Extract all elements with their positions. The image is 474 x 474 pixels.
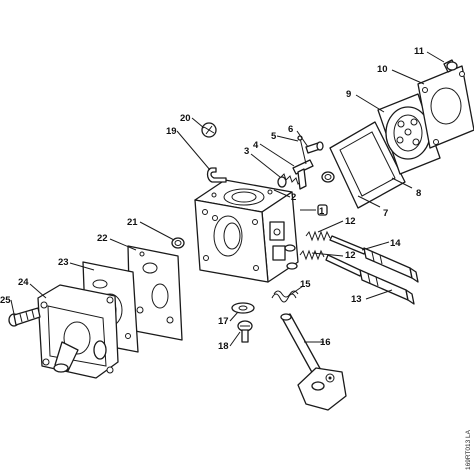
screw-6 bbox=[305, 141, 324, 154]
leader-lines bbox=[10, 51, 445, 347]
pin-19 bbox=[206, 167, 227, 183]
callout-7: 7 bbox=[383, 208, 388, 219]
callout-11: 11 bbox=[414, 46, 425, 57]
callout-12a: 12 bbox=[345, 216, 356, 227]
callout-15: 15 bbox=[300, 279, 311, 290]
callout-16: 16 bbox=[320, 337, 331, 348]
gasket-22 bbox=[127, 245, 183, 341]
plug-part bbox=[171, 237, 185, 249]
callout-24: 24 bbox=[18, 277, 29, 288]
callout-9: 9 bbox=[346, 89, 351, 100]
callout-22: 22 bbox=[97, 233, 108, 244]
callout-10: 10 bbox=[377, 64, 388, 75]
lever-4 bbox=[292, 159, 314, 190]
washer-17 bbox=[231, 302, 255, 314]
plug-7 bbox=[317, 204, 328, 216]
screw-20 bbox=[201, 122, 217, 138]
screw-18 bbox=[237, 320, 253, 343]
spring-3 bbox=[277, 173, 303, 188]
callout-14: 14 bbox=[390, 238, 401, 249]
callout-18: 18 bbox=[218, 341, 229, 352]
callout-13: 13 bbox=[351, 294, 362, 305]
screw-25 bbox=[8, 307, 41, 327]
callout-6: 6 bbox=[288, 124, 293, 135]
callout-23: 23 bbox=[58, 257, 69, 268]
callout-8: 8 bbox=[416, 188, 421, 199]
callout-19: 19 bbox=[166, 126, 177, 137]
end-cover-10 bbox=[417, 65, 474, 149]
callout-1: 1 bbox=[319, 206, 325, 217]
adjusting-screw-13 bbox=[325, 254, 415, 305]
pump-cover bbox=[37, 284, 119, 379]
callout-3: 3 bbox=[244, 146, 249, 157]
shaft-16 bbox=[280, 313, 347, 411]
callout-2: 2 bbox=[291, 192, 296, 203]
gasket-8 bbox=[329, 121, 406, 209]
adjusting-screw-14 bbox=[329, 235, 419, 283]
springs-12 bbox=[299, 230, 331, 261]
callout-labels: 1 2 3 4 5 6 7 8 9 10 11 12 12 13 14 15 1… bbox=[0, 46, 425, 352]
screw-11 bbox=[443, 59, 458, 73]
callout-12b: 12 bbox=[345, 250, 356, 261]
callout-20: 20 bbox=[180, 113, 191, 124]
callout-25: 25 bbox=[0, 295, 11, 306]
callout-5: 5 bbox=[271, 131, 277, 142]
callout-17: 17 bbox=[218, 316, 229, 327]
spring-2 bbox=[321, 171, 335, 183]
carburetor-body bbox=[194, 179, 299, 283]
figure-code: 169RT013 LA bbox=[465, 429, 472, 470]
callout-21: 21 bbox=[127, 217, 138, 228]
spindle-5 bbox=[297, 135, 307, 165]
callout-4: 4 bbox=[253, 140, 259, 151]
